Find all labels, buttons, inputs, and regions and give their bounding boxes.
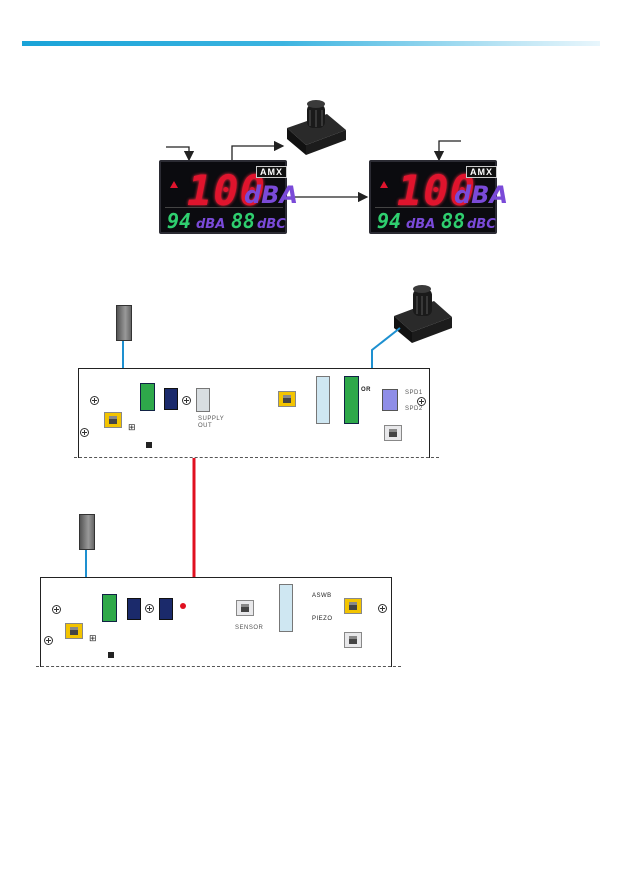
display-small-right: 88 — [231, 209, 256, 233]
sensor-port[interactable] — [236, 600, 254, 616]
warning-icon — [170, 181, 178, 188]
sensor-device-1 — [116, 305, 132, 341]
screw-icon — [182, 396, 191, 405]
rear-panel-2 — [40, 577, 392, 667]
microphone-icon-top — [287, 100, 346, 155]
spd-connector[interactable] — [382, 389, 398, 411]
terminal-block-blue-2 — [127, 598, 141, 620]
piezo-label: PIEZO — [312, 616, 333, 622]
arrow-input-meter1 — [166, 146, 195, 162]
sensor-device-2 — [79, 514, 95, 550]
display-big-value: 100 — [187, 166, 266, 215]
display-big-unit: dBA — [244, 181, 299, 209]
rear-panel-1 — [78, 368, 430, 458]
display-small-right: 88 — [441, 209, 466, 233]
rj45-port-panel2[interactable] — [344, 598, 362, 614]
spd2-label: SPD2 — [405, 406, 423, 412]
status-indicator-2 — [108, 652, 114, 658]
screw-icon — [52, 605, 61, 614]
spd1-label: SPD1 — [405, 390, 423, 396]
display-small-left-unit: dBA — [406, 217, 436, 232]
network-port-panel2[interactable] — [65, 623, 83, 639]
status-indicator-1 — [146, 442, 152, 448]
display-big-value: 100 — [397, 166, 476, 215]
display-big-unit: dBA — [454, 181, 509, 209]
display-small-right-unit: dBC — [257, 217, 286, 232]
display-small-left: 94 — [167, 209, 192, 233]
screw-icon — [378, 604, 387, 613]
network-port-panel1[interactable] — [104, 412, 122, 428]
aswb-label: ASWB — [312, 593, 332, 599]
display-small-left-unit: dBA — [196, 217, 226, 232]
piezo-terminal-strip — [279, 584, 293, 632]
microphone-icon-bottom — [394, 285, 452, 343]
arrow-input-meter2 — [433, 140, 461, 162]
screw-icon — [80, 428, 89, 437]
panel-2-cut-line — [36, 666, 401, 667]
display-small-left: 94 — [377, 209, 402, 233]
network-icon: ⊞ — [89, 633, 98, 643]
network-icon: ⊞ — [128, 422, 137, 432]
rj45-port-panel1-lower[interactable] — [384, 425, 402, 441]
brand-logo: AMX — [256, 166, 287, 178]
sensor-port-label: SENSOR — [235, 625, 264, 631]
terminal-block-green-mic — [344, 376, 359, 424]
terminal-block-green-1 — [140, 383, 155, 411]
sensor-terminal-strip — [316, 376, 330, 424]
rj45-port-panel1[interactable] — [278, 391, 296, 407]
header-accent-bar — [22, 41, 600, 46]
sound-level-display-2: 100 AMX dBA 94 dBA 88 dBC — [369, 160, 508, 234]
terminal-block-blue-3 — [159, 598, 173, 620]
supply-out-connector — [196, 388, 210, 412]
sound-level-display-1: 100 AMX dBA 94 dBA 88 dBC — [159, 160, 298, 234]
supply-out-label: SUPPLY OUT — [198, 416, 225, 429]
warning-icon — [380, 181, 388, 188]
panel-1-cut-line — [74, 457, 439, 458]
sensor-label: OR — [361, 387, 371, 393]
display-divider — [165, 207, 283, 208]
screw-icon — [145, 604, 154, 613]
screw-icon — [417, 397, 426, 406]
terminal-block-blue-1 — [164, 388, 178, 410]
terminal-block-green-2 — [102, 594, 117, 622]
led-indicator — [180, 603, 186, 609]
screw-icon — [44, 636, 53, 645]
arrow-meter1-to-mic — [231, 140, 285, 160]
screw-icon — [90, 396, 99, 405]
display-small-right-unit: dBC — [467, 217, 496, 232]
rj45-port-panel2-lower[interactable] — [344, 632, 362, 648]
display-divider — [375, 207, 493, 208]
brand-logo: AMX — [466, 166, 497, 178]
